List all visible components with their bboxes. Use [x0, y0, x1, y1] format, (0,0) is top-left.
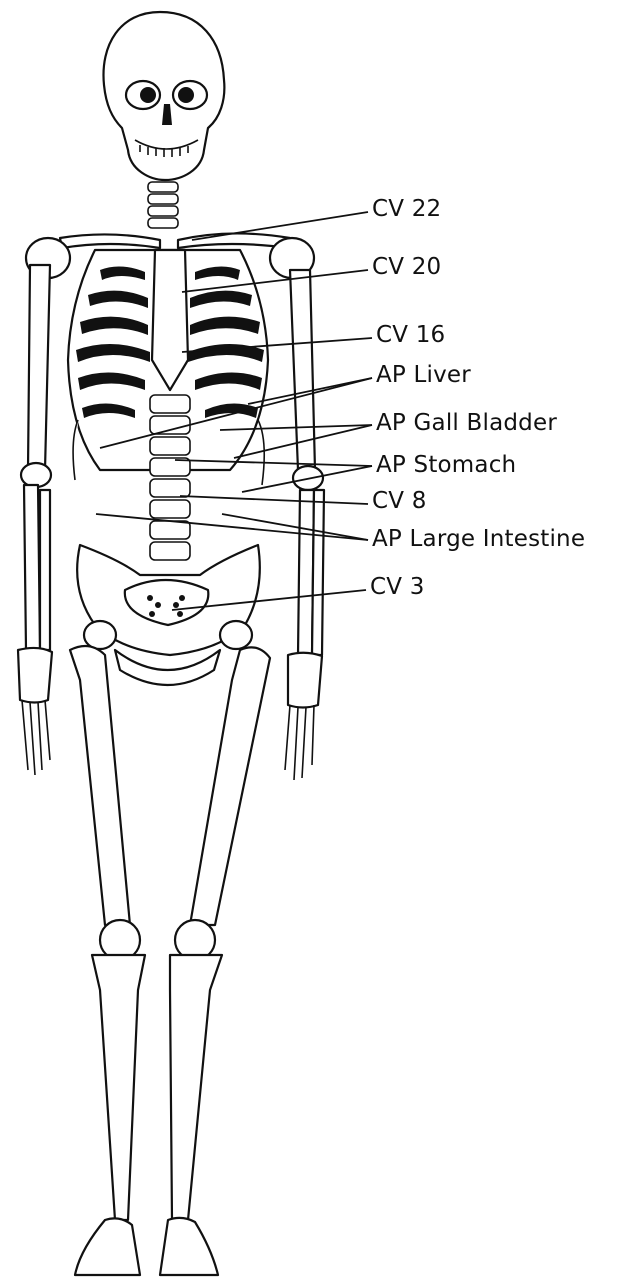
- label-cv20: CV 20: [372, 256, 441, 279]
- label-cv22: CV 22: [372, 198, 441, 221]
- label-cv8: CV 8: [372, 490, 427, 513]
- label-cv16: CV 16: [376, 324, 445, 347]
- legs: [70, 646, 270, 1275]
- label-ap-liver: AP Liver: [376, 364, 471, 387]
- leader-li-2: [222, 514, 368, 540]
- leader-cv8: [180, 496, 368, 504]
- label-ap-stomach: AP Stomach: [376, 454, 516, 477]
- label-ap-gall-bladder: AP Gall Bladder: [376, 412, 557, 435]
- leader-li-1: [96, 514, 368, 540]
- cervical-spine: [148, 182, 178, 228]
- label-ap-large-intestine: AP Large Intestine: [372, 528, 585, 551]
- lumbar-spine: [150, 395, 190, 560]
- label-cv3: CV 3: [370, 576, 425, 599]
- skull: [103, 12, 224, 180]
